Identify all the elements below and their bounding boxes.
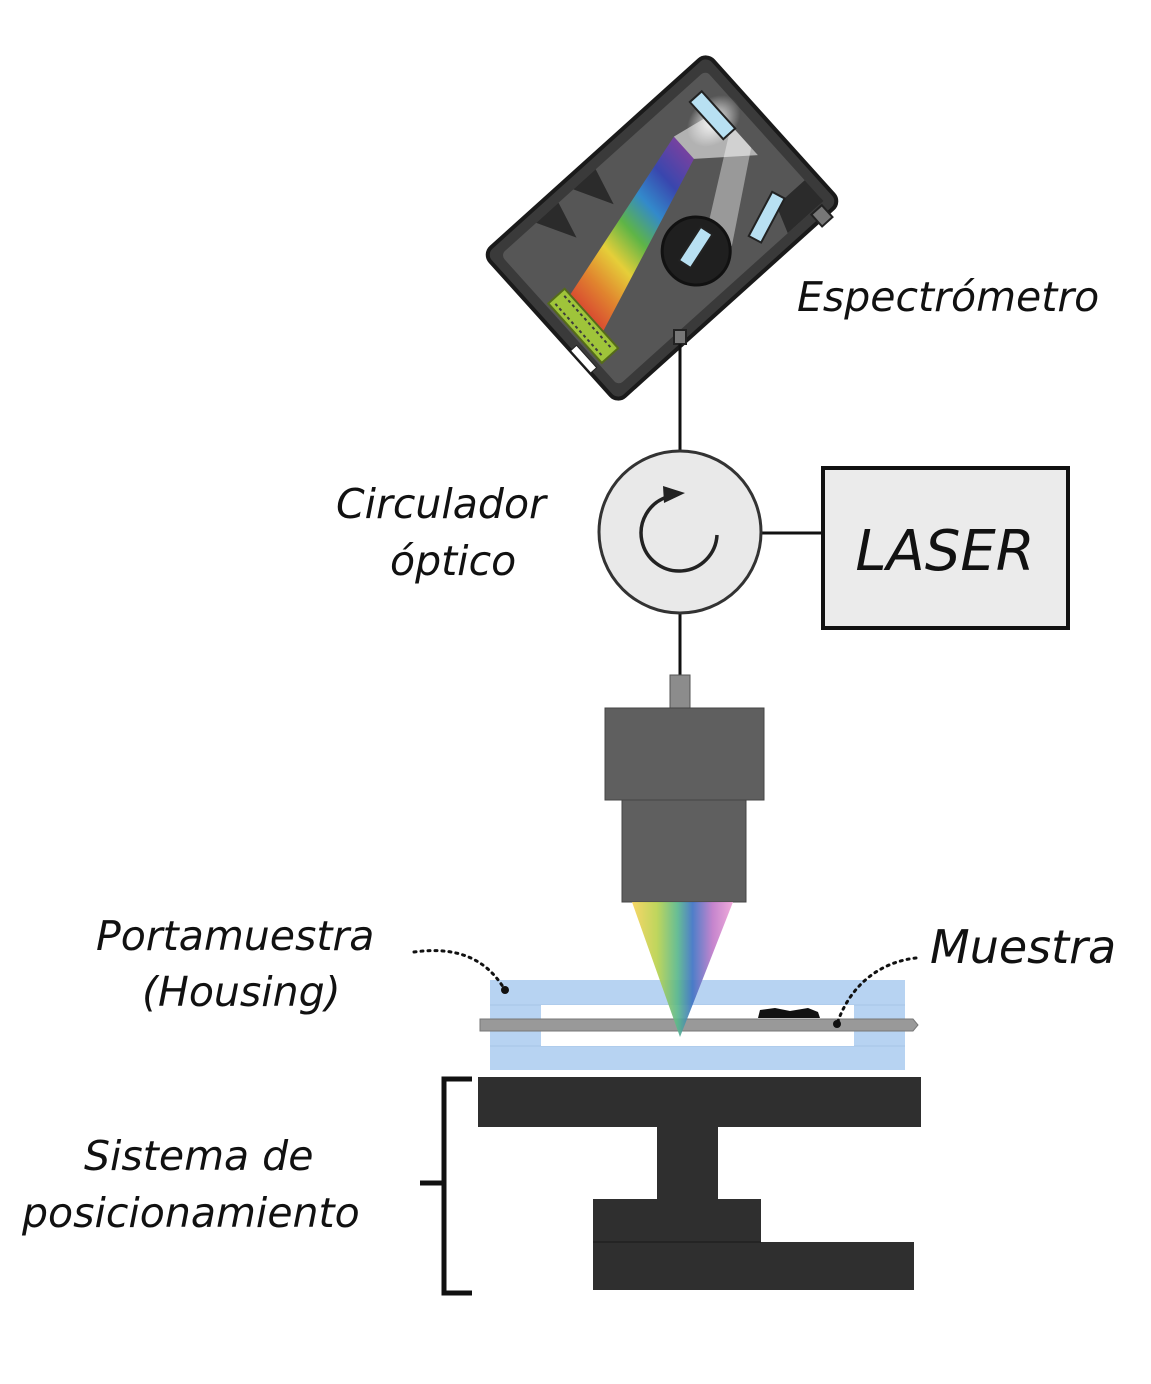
positioning-bracket (420, 1076, 472, 1296)
laser-box (821, 466, 1070, 630)
positioning-label-line2: posicionamiento (21, 1189, 360, 1237)
circulator-label-line2: óptico (390, 537, 516, 585)
spectrometer-icon (485, 55, 839, 401)
spectrometer-label: Espectrómetro (797, 273, 1099, 321)
sample-label: Muestra (930, 920, 1116, 974)
objective-lens (604, 674, 765, 903)
positioning-stage (478, 1077, 921, 1290)
sample-piece (758, 1008, 820, 1018)
laser-cone (632, 902, 733, 1037)
holder-leader-line (412, 949, 507, 992)
laser-label: LASER (855, 519, 1034, 584)
sample-holder (479, 980, 919, 1070)
holder-label-line1: Portamuestra (96, 912, 374, 960)
circular-arrow-icon (597, 449, 763, 615)
positioning-label-line1: Sistema de (84, 1132, 313, 1180)
circulator-label-line1: Circulador (336, 480, 548, 528)
holder-label-line2: (Housing) (142, 968, 341, 1016)
